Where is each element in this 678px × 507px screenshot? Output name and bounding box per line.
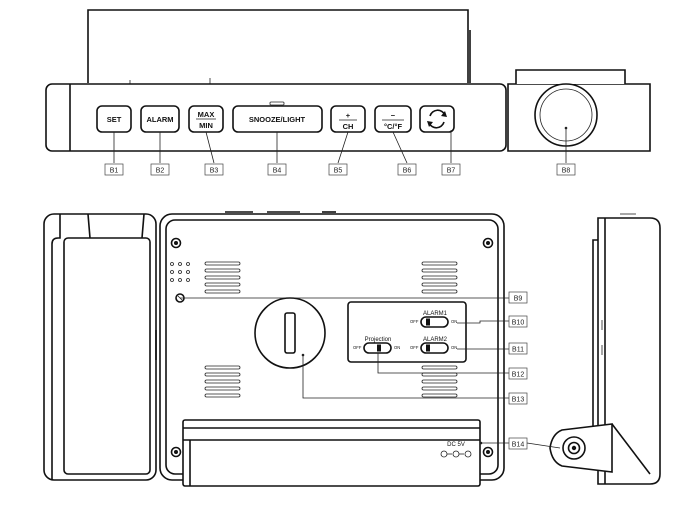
callout-b10: B10 <box>512 320 525 327</box>
ch-label: CH <box>343 122 354 131</box>
back-callouts <box>180 297 512 444</box>
alarm2-switch[interactable] <box>420 342 449 354</box>
top-view: SET ALARM MAX MIN SNOOZE/LIGHT + CH − °C… <box>45 9 651 176</box>
left-side-view <box>43 213 157 481</box>
min-label: MIN <box>199 121 213 130</box>
callout-b13: B13 <box>512 397 525 404</box>
minus-label: − <box>391 111 396 120</box>
right-side-view <box>526 213 661 485</box>
callout-b4: B4 <box>273 168 282 175</box>
set-button-label: SET <box>107 115 122 124</box>
callout-b5: B5 <box>334 168 343 175</box>
top-callouts <box>113 126 568 164</box>
projection-label: Projection <box>365 337 392 343</box>
screw-bottom-left <box>170 446 182 458</box>
snooze-light-button[interactable] <box>232 105 323 133</box>
vent-bottom-right <box>421 365 458 398</box>
callout-b6: B6 <box>403 168 412 175</box>
alarm1-on-label: ON <box>451 319 457 324</box>
projector-arm-back <box>182 419 481 487</box>
projection-off-label: OFF <box>353 345 362 350</box>
projection-on-label: ON <box>394 345 400 350</box>
snooze-light-label: SNOOZE/LIGHT <box>249 115 306 124</box>
celsius-fahrenheit-label: °C/°F <box>384 122 402 131</box>
callout-b2: B2 <box>156 168 165 175</box>
plus-label: + <box>346 111 351 120</box>
vent-top-left <box>204 261 241 294</box>
screw-bottom-right <box>482 446 494 458</box>
alarm1-switch[interactable] <box>420 316 449 328</box>
callout-b1: B1 <box>110 168 119 175</box>
vent-top-right <box>421 261 458 294</box>
callout-b11: B11 <box>512 347 524 354</box>
rotate-icon <box>427 109 447 129</box>
alarm-button-label: ALARM <box>146 115 173 124</box>
callout-b9: B9 <box>514 296 523 303</box>
polarity-symbol <box>440 450 472 458</box>
alarm1-label: ALARM1 <box>423 311 448 317</box>
screw-top-right <box>482 237 494 249</box>
alarm2-off-label: OFF <box>410 345 419 350</box>
vent-bottom-left <box>204 365 241 398</box>
callout-b3: B3 <box>210 168 219 175</box>
callout-b12: B12 <box>512 372 525 379</box>
max-label: MAX <box>198 110 215 119</box>
alarm2-label: ALARM2 <box>423 337 448 343</box>
dc-power-label: DC 5V <box>447 442 465 448</box>
battery-compartment[interactable] <box>254 297 326 369</box>
callout-b8: B8 <box>562 168 571 175</box>
callout-b14: B14 <box>512 442 525 449</box>
callout-b7: B7 <box>447 168 456 175</box>
screw-top-left <box>170 237 182 249</box>
alarm1-off-label: OFF <box>410 319 419 324</box>
switch-panel <box>347 301 467 363</box>
alarm2-on-label: ON <box>451 345 457 350</box>
back-view: ALARM1 OFF ON Projection OFF ON ALARM2 O… <box>159 211 528 487</box>
speaker-holes <box>170 262 190 282</box>
